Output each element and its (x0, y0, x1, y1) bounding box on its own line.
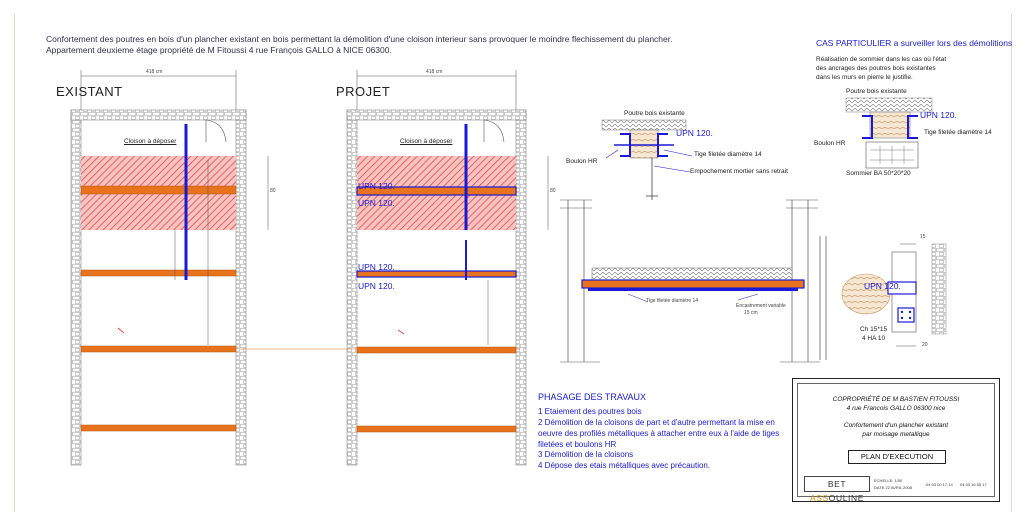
section-beam (581, 279, 805, 289)
existant-right-wall (235, 109, 247, 466)
section-encastrement-value: 15 cm (744, 310, 758, 316)
detail-boulon-label: Boulon HR (566, 158, 598, 165)
cas-title: CAS PARTICULIER a surveiller lors des dé… (816, 38, 1013, 48)
projet-upn-label-3: UPN 120. (358, 262, 395, 272)
anchor-ch-label: Ch 15*15 (860, 326, 888, 333)
existant-title: EXISTANT (56, 84, 123, 99)
phasage-step-4: 4 Dépose des etais métalliques avec préc… (538, 461, 711, 470)
cas-poutre-label: Poutre bois existante (846, 88, 907, 95)
cas-sommier-label: Sommier BA 50*20*20 (846, 170, 911, 177)
title-block-echelle: ECHELLE: 1/50 (874, 478, 903, 483)
existant-view (70, 70, 269, 466)
projet-upn-label-4: UPN 120. (358, 281, 395, 291)
projet-upn-label-1: UPN 120. (358, 181, 395, 191)
logo-part-b: ASS (809, 493, 829, 503)
title-block-owner: COPROPRIÉTÉ DE M BASTIEN FITOUSSI (832, 396, 960, 403)
logo-part-c: OULINE (828, 493, 865, 503)
phasage-title: PHASAGE DES TRAVAUX (538, 392, 647, 402)
cas-tige-label: Tige filetée diamètre 14 (924, 129, 992, 136)
section-upn (588, 288, 798, 291)
section-encastrement-label: Encastrement variable (736, 303, 786, 309)
header-line-2: Appartement deuxieme étage propriété de … (46, 45, 392, 55)
projet-title: PROJET (336, 84, 391, 99)
detail-upn-label: UPN 120. (676, 128, 713, 138)
existant-cloison-label: Cloison à déposer (124, 138, 177, 145)
cas-upn-label: UPN 120. (920, 110, 957, 120)
projet-right-wall (515, 109, 527, 466)
projet-left-wall (346, 109, 358, 466)
existant-dim-label: 418 cm (146, 69, 163, 75)
cas-boulon-label: Boulon HR (814, 140, 846, 147)
detail-poutre-label: Poutre bois existante (624, 110, 685, 117)
projet-top-wall (346, 109, 527, 121)
projet-beam-1 (356, 186, 517, 196)
projet-dim-label: 418 cm (426, 69, 443, 75)
anchor-upn-label: UPN 120. (864, 281, 901, 291)
section-elevation (560, 199, 820, 363)
phasage-step-3: 3 Démolition de la cloisons (538, 450, 634, 459)
projet-side-dim: 80 (550, 188, 556, 194)
bet-logo: BET ASSOULINE (804, 476, 870, 503)
cas-detail (845, 97, 933, 169)
title-block-date: DATE 22 AVRIL 2008 (874, 485, 912, 490)
existant-beam-3 (80, 345, 237, 353)
cas-note-1: Réalisation de sommier dans les cas où l… (816, 56, 947, 63)
chainage (897, 307, 915, 323)
projet-upn-label-2: UPN 120. (358, 198, 395, 208)
header-line-1: Confortement des poutres en bois d'un pl… (46, 34, 673, 44)
cas-note-2: des ancrages des poutres bois existantes (816, 65, 936, 72)
title-block-desc-1: Confortement d'un plancher existant (843, 422, 949, 429)
phasage-step-1: 1 Etaiement des poutres bois (538, 407, 642, 416)
section-tige-label: Tige filetée diamètre 14 (646, 298, 699, 304)
title-block-inner: COPROPRIÉTÉ DE M BASTIEN FITOUSSI 4 rue … (797, 383, 995, 503)
drawing-frame (14, 14, 1012, 512)
anchor-ha-label: 4 HA 10 (862, 335, 886, 342)
existant-top-wall (70, 109, 247, 121)
projet-cloison-label: Cloison à déposer (400, 138, 453, 145)
title-block: COPROPRIÉTÉ DE M BASTIEN FITOUSSI 4 rue … (792, 378, 1000, 503)
projet-beam-3 (356, 346, 517, 354)
phasage-step-2: 2 Démolition de la cloisons de part et d… (538, 418, 780, 449)
projet-beam-4 (356, 425, 517, 433)
detail-top (601, 119, 693, 200)
anchor-detail (819, 236, 947, 360)
title-block-fax: 04 93 16 55 17 (960, 482, 987, 487)
existant-beam-4 (80, 424, 237, 432)
detail-tige-label: Tige filetée diamètre 14 (694, 151, 762, 158)
anchor-dim-bottom: 20 (922, 342, 928, 348)
logo-part-a: BET (827, 479, 847, 489)
title-block-plan: PLAN D'EXECUTION (848, 450, 946, 464)
existant-beam-2 (80, 269, 237, 277)
section-slab (591, 267, 793, 281)
existant-beam-1 (80, 185, 237, 195)
projet-beam-2 (356, 270, 517, 278)
projet-view (240, 70, 549, 466)
existant-left-wall (70, 109, 82, 466)
cas-note-3: dans les murs en pierre le justifie. (816, 74, 913, 81)
detail-encoche-label: Empochement mortier sans retrait (690, 168, 788, 175)
existant-side-dim: 80 (270, 188, 276, 194)
detail-top-wood-beam (629, 129, 659, 159)
title-block-tel: 04 93 00 17 14 (926, 482, 953, 487)
title-block-desc-2: par moisage metallique (862, 431, 930, 438)
anchor-dim-top: 15 (920, 234, 926, 240)
title-block-address: 4 rue Francois GALLO 06300 nice (846, 405, 946, 412)
